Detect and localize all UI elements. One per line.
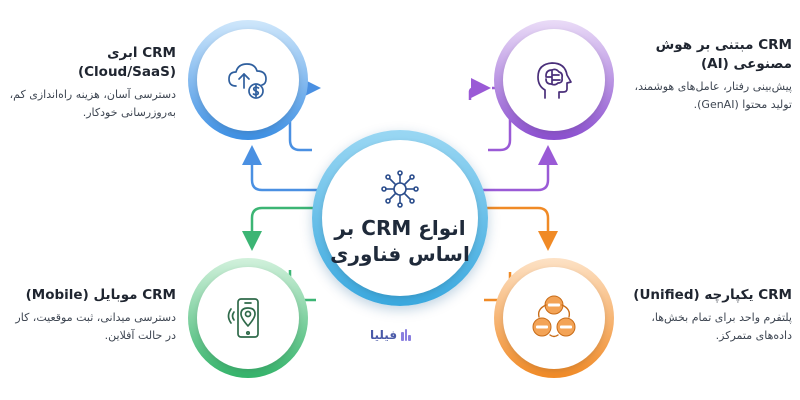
branch-ai-title: CRM مبتنی بر هوش مصنوعی (AI): [655, 37, 792, 72]
branch-cloud-title: CRM ابری (Cloud/SaaS): [77, 45, 176, 80]
branch-unified-title: CRM یکپارچه (Unified): [633, 287, 792, 303]
center-title: انواع CRM بر اساس فناوری: [330, 216, 470, 266]
network-hub-icon: [380, 169, 420, 209]
branch-unified-text: CRM یکپارچه (Unified) پلتفرم واحد برای ت…: [626, 286, 792, 345]
arrow-to-mobile-upper: [242, 206, 318, 251]
brand-name: فیلیا: [370, 328, 398, 342]
arrow-to-cloud-lower: [242, 145, 318, 192]
node-mobile: [188, 258, 308, 378]
branch-ai-description: پیش‌بینی رفتار، عامل‌های هوشمند، تولید م…: [634, 80, 792, 111]
gears-cycle-icon: [527, 291, 581, 345]
brand-logo: فیلیا: [370, 328, 412, 342]
node-cloud: [188, 20, 308, 140]
arrow-to-ai-lower: [482, 145, 558, 192]
arrow-to-ai-upper-head: [468, 78, 491, 100]
node-ai: [494, 20, 614, 140]
center-node: انواع CRM بر اساس فناوری: [312, 130, 488, 306]
branch-unified-description: پلتفرم واحد برای تمام بخش‌ها، داده‌های م…: [651, 311, 792, 342]
branch-mobile-title: CRM موبایل (Mobile): [25, 287, 176, 303]
brand-bars-icon: [401, 329, 412, 341]
smartphone-location-icon: [224, 294, 272, 342]
branch-mobile-text: CRM موبایل (Mobile) دسترسی میدانی، ثبت م…: [8, 286, 176, 345]
arrow-to-unified-upper: [482, 206, 558, 251]
node-unified: [494, 258, 614, 378]
branch-cloud-text: CRM ابری (Cloud/SaaS) دسترسی آسان، هزینه…: [8, 44, 176, 122]
branch-mobile-description: دسترسی میدانی، ثبت موقعیت، کار در حالت آ…: [15, 311, 176, 342]
branch-cloud-description: دسترسی آسان، هزینه راه‌اندازی کم، به‌روز…: [9, 88, 176, 119]
ai-brain-head-icon: [530, 56, 578, 104]
cloud-upload-dollar-icon: [224, 56, 272, 104]
branch-ai-text: CRM مبتنی بر هوش مصنوعی (AI) پیش‌بینی رف…: [620, 36, 792, 114]
